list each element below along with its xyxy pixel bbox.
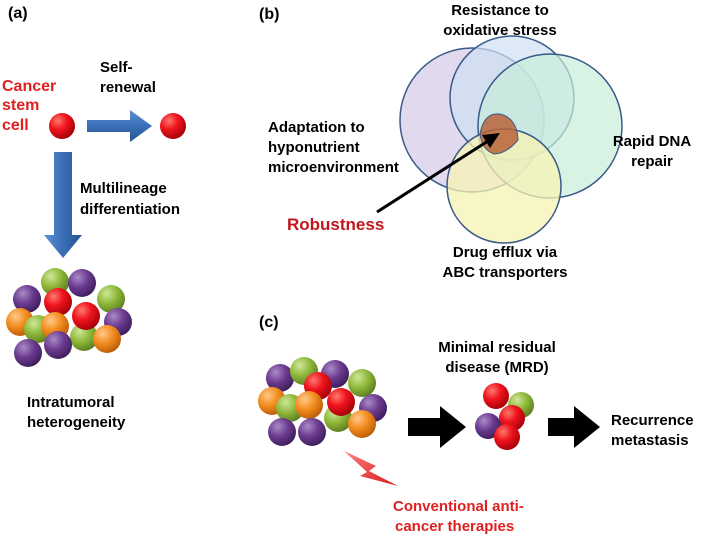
panel-a-label: (a): [8, 5, 28, 22]
cell-orange: [93, 325, 121, 353]
cell-red: [483, 383, 509, 409]
intratumoral-line: heterogeneity: [27, 414, 126, 431]
recurrence-line: metastasis: [611, 432, 689, 449]
robustness-pointer-line: [376, 139, 489, 214]
cell-purple: [13, 285, 41, 313]
multilineage-line: Multilineage: [80, 180, 167, 197]
cancer-stem-cell-line: Cancer: [2, 78, 57, 95]
self-renewal-arrow: [87, 110, 152, 142]
cancer-stem-cell-line: stem: [2, 97, 40, 114]
recurrence-line: Recurrence: [611, 412, 694, 429]
resistance-line: oxidative stress: [443, 22, 557, 39]
robustness-venn: [399, 35, 623, 244]
intratumoral-line: Intratumoral: [27, 394, 115, 411]
cell-green: [97, 285, 125, 313]
robustness-label: Robustness: [287, 215, 385, 234]
tumor-cluster-a: [6, 268, 132, 367]
multilineage-line: differentiation: [80, 201, 180, 218]
mrd-line: Minimal residual: [438, 339, 556, 356]
panel-c-label: (c): [259, 314, 279, 331]
self-renewed-cell: [160, 113, 186, 139]
cell-purple: [266, 364, 294, 392]
adaptation-line: hyponutrient: [268, 139, 360, 156]
cell-purple: [44, 331, 72, 359]
mrd-cluster: [475, 383, 534, 450]
cell-purple: [268, 418, 296, 446]
cell-purple: [298, 418, 326, 446]
adaptation-line: Adaptation to: [268, 119, 365, 136]
cell-red: [327, 388, 355, 416]
tumor-cluster-c: [258, 357, 387, 446]
cell-red: [494, 424, 520, 450]
stem-cell: [49, 113, 75, 139]
cell-purple: [14, 339, 42, 367]
therapies-line: cancer therapies: [395, 518, 515, 535]
cancer-stem-cell-line: cell: [2, 117, 29, 134]
cell-green: [348, 369, 376, 397]
cell-red: [72, 302, 100, 330]
self-renewal-line: Self-: [100, 59, 133, 76]
cell-red: [44, 288, 72, 316]
drug-efflux-line: ABC transporters: [442, 264, 568, 281]
cell-green: [70, 323, 98, 351]
drug-efflux-line: Drug efflux via: [452, 244, 558, 261]
dna-repair-line: repair: [631, 153, 673, 170]
cell-purple: [475, 413, 501, 439]
self-renewal-line: renewal: [100, 79, 156, 96]
robustness-pointer-head: [482, 133, 500, 148]
recurrence-arrow: [548, 406, 600, 448]
cell-purple: [68, 269, 96, 297]
adaptation-line: microenvironment: [268, 159, 399, 176]
therapies-line: Conventional anti-: [393, 498, 524, 515]
dna-repair-line: Rapid DNA: [612, 133, 692, 150]
panel-b-label: (b): [259, 6, 280, 23]
mrd-line: disease (MRD): [445, 359, 549, 376]
differentiation-arrow: [44, 152, 82, 258]
mrd-arrow: [408, 406, 466, 448]
cell-orange: [348, 410, 376, 438]
lightning-bolt-icon: [344, 451, 398, 486]
resistance-line: Resistance to: [451, 2, 549, 19]
cell-orange: [295, 391, 323, 419]
